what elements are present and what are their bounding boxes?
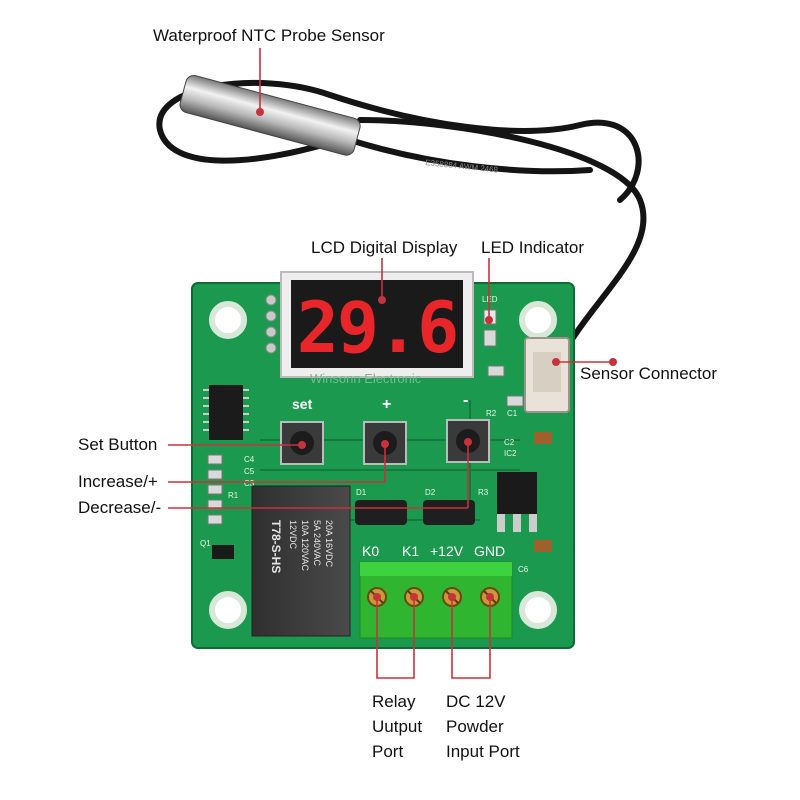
label-relay-line-1: Relay [372,692,416,711]
ntc-probe [179,74,361,156]
relay-label: T78-S-HS 12VDC 10A 120VAC 5A 240VAC 20A … [269,520,334,573]
silk-r1: R1 [228,491,239,500]
label-led: LED Indicator [481,238,584,257]
silk-c6: C6 [518,565,529,574]
capacitor [534,540,552,552]
silk-c2: C2 [504,438,515,447]
label-power-line-2: Powder [446,717,504,736]
mount-hole [519,591,557,629]
silk-c3: C3 [244,479,255,488]
mount-hole [519,301,557,339]
label-increase: Increase/+ [78,472,158,491]
led-silk: LED [482,295,498,304]
relay-text-4: 20A 16VDC [324,520,334,568]
callout-dots [256,108,617,601]
lcd-display [280,271,474,378]
relay-text-3: 5A 240VAC [312,520,322,566]
silk-d2: D2 [425,488,436,497]
capacitor [534,432,552,444]
silk-minus: - [463,392,468,409]
silk-q1: Q1 [200,539,211,548]
transistor-q1 [212,545,234,559]
terminal-label-k1: K1 [402,543,419,559]
silk-d1: D1 [356,488,367,497]
label-relay-line-2: Uutput [372,717,423,736]
probe-cable [156,79,647,363]
resistor [506,395,524,407]
mount-hole [209,301,247,339]
silk-plus: + [382,396,391,413]
terminal-label-12v: +12V [430,543,464,559]
display-digits: 29.6 [297,287,458,369]
resistor [483,329,497,347]
label-sensor-connector: Sensor Connector [580,364,718,383]
relay-text-2: 10A 120VAC [300,520,310,571]
silk-ic2: IC2 [504,449,517,458]
silk-c5: C5 [244,467,255,476]
sensor-connector [524,337,570,413]
diode-d1 [355,500,407,525]
cable-print: E358884 AWM 2468 [425,158,499,175]
label-relay-port: Relay Uutput Port [372,689,422,764]
label-power-line-1: DC 12V [446,692,506,711]
mount-hole [209,591,247,629]
ic-chip [203,385,249,440]
label-power-line-3: Input Port [446,742,520,761]
resistor [487,365,505,377]
relay-text-model: T78-S-HS [269,520,283,573]
label-power-port: DC 12V Powder Input Port [446,689,520,764]
board-brand: Winsonn Electronic [310,371,422,386]
silk-c4: C4 [244,455,255,464]
silk-r2: R2 [486,409,497,418]
silk-c1: C1 [507,409,518,418]
silk-set: set [292,396,313,412]
relay [251,485,351,637]
pin-header [265,294,277,354]
terminal-label-gnd: GND [474,543,505,559]
label-decrease: Decrease/- [78,498,162,517]
regulator-ic2 [497,472,537,532]
label-display: LCD Digital Display [311,238,458,257]
terminal-label-k0: K0 [362,543,379,559]
label-probe: Waterproof NTC Probe Sensor [153,26,385,45]
label-relay-line-3: Port [372,742,404,761]
relay-text-1: 12VDC [288,520,298,550]
smd-components-left [207,454,223,525]
callouts [168,48,613,679]
silk-r3: R3 [478,488,489,497]
label-set-button: Set Button [78,435,158,454]
diode-d2 [423,500,475,525]
